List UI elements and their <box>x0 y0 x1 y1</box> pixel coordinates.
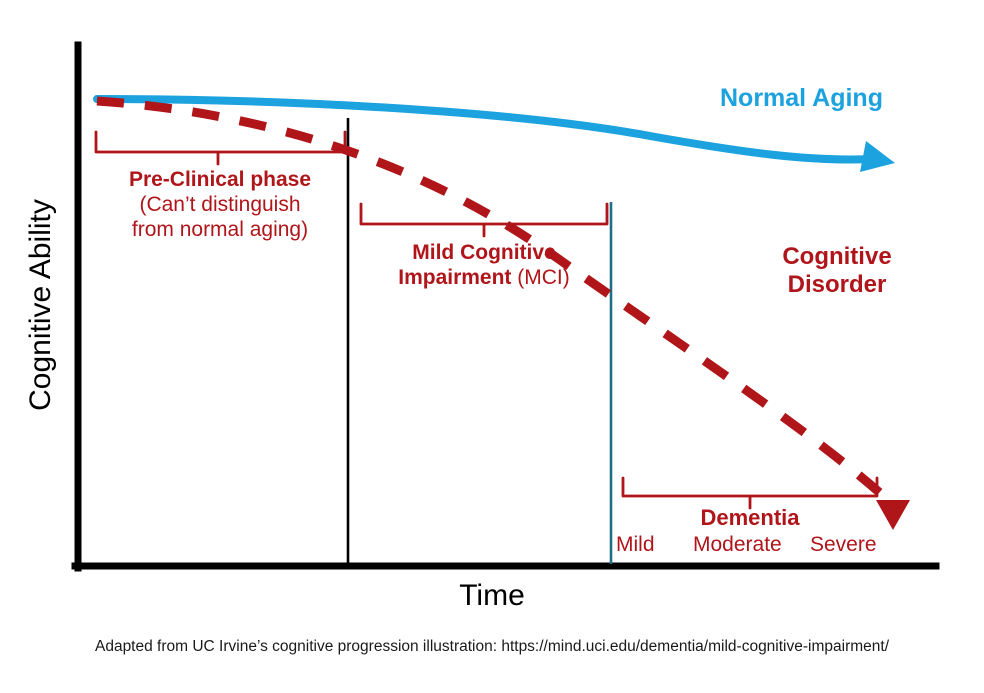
figure-caption: Adapted from UC Irvine’s cognitive progr… <box>0 638 984 656</box>
mci-title-bold: Impairment <box>398 265 512 289</box>
mci-title-line1: Mild Cognitive <box>412 241 556 264</box>
cognitive-disorder-curve <box>96 96 892 504</box>
x-axis-label-text: Time <box>459 579 525 612</box>
dementia-stage-severe: Severe <box>810 533 877 558</box>
bracket-mci <box>359 202 609 238</box>
y-axis-label-text: Cognitive Ability <box>24 199 57 411</box>
normal-aging-label: Normal Aging <box>720 84 883 112</box>
phase-label-dementia: Dementia <box>625 505 875 531</box>
dementia-stage-mild-text: Mild <box>616 533 655 556</box>
dementia-stage-severe-text: Severe <box>810 533 877 556</box>
dementia-stage-mild: Mild <box>616 533 655 558</box>
cognitive-disorder-arrowhead <box>876 500 910 530</box>
dementia-title: Dementia <box>700 505 800 530</box>
preclinical-sub-line2: from normal aging) <box>131 217 309 241</box>
phase-label-mci: Mild Cognitive Impairment (MCI) <box>359 241 609 291</box>
annotation-cognitive-disorder: Cognitive Disorder <box>742 243 932 300</box>
dementia-stage-moderate-text: Moderate <box>693 533 782 556</box>
x-axis-label: Time <box>0 578 984 613</box>
mci-title-line2: Impairment (MCI) <box>359 266 609 291</box>
dementia-stage-moderate: Moderate <box>693 533 782 558</box>
cognitive-disorder-label-line2: Disorder <box>787 271 887 299</box>
preclinical-sub-line1: (Can’t distinguish <box>139 192 301 216</box>
bracket-dementia <box>621 476 879 510</box>
mci-title-abbrev: (MCI) <box>511 265 570 289</box>
annotation-normal-aging: Normal Aging <box>720 84 883 114</box>
normal-aging-arrowhead <box>860 141 895 172</box>
phase-label-preclinical: Pre-Clinical phase (Can’t distinguish fr… <box>90 168 350 242</box>
preclinical-title: Pre-Clinical phase <box>128 168 312 191</box>
normal-aging-curve <box>93 95 876 164</box>
y-axis-label: Cognitive Ability <box>18 170 64 440</box>
figure-caption-text: Adapted from UC Irvine’s cognitive progr… <box>94 638 889 655</box>
cognitive-disorder-label-line1: Cognitive <box>782 243 892 270</box>
bracket-preclinical <box>94 130 347 166</box>
